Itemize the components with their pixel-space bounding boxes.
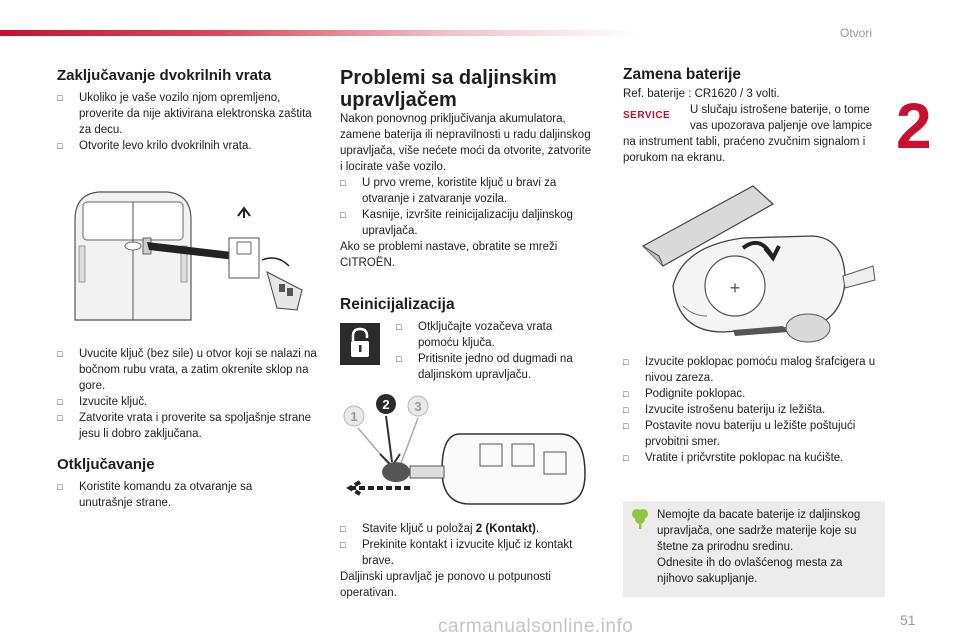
note-disposal-instruction: Odnesite ih do ovlašćenog mesta za njiho… bbox=[657, 557, 843, 585]
heading-unlocking: Otključavanje bbox=[57, 456, 155, 473]
heading-double-door-locking: Zaključavanje dvokrilnih vrata bbox=[57, 67, 272, 84]
list-item: □Izvucite ključ. bbox=[57, 396, 148, 408]
list-item: □U prvo vreme, koristite ključ u bravi z… bbox=[340, 177, 557, 205]
list-item: □Uvucite ključ (bez sile) u otvor koji s… bbox=[57, 348, 317, 392]
step-marker-1 bbox=[343, 405, 365, 427]
list-item: □Zatvorite vrata i proverite sa spoljašn… bbox=[57, 412, 312, 440]
paragraph-operational: Daljinski upravljač je ponovo u potpunos… bbox=[340, 571, 551, 599]
bullet-icon: □ bbox=[623, 357, 629, 367]
list-item: □Koristite komandu za otvaranje sa unutr… bbox=[57, 481, 253, 509]
battery-reference: Ref. baterije : CR1620 / 3 volti. bbox=[623, 88, 780, 100]
bullet-icon: □ bbox=[623, 453, 629, 463]
list-item: □Stavite ključ u položaj 2 (Kontakt). bbox=[340, 523, 540, 535]
bullet-icon: □ bbox=[340, 210, 346, 220]
battery-replacement-illustration: + bbox=[642, 185, 876, 343]
list-item: □Otključajte vozačeva vrata pomoću ključ… bbox=[396, 321, 553, 349]
list-item: □Izvucite poklopac pomoću malog šrafcige… bbox=[623, 356, 876, 384]
bullet-icon: □ bbox=[623, 389, 629, 399]
list-item: □Vratite i pričvrstite poklopac na kućiš… bbox=[623, 452, 844, 464]
watermark: carmanualsonline.info bbox=[438, 616, 634, 637]
bullet-icon: □ bbox=[396, 322, 402, 332]
list-item: □Postavite novu bateriju u ležište poštu… bbox=[623, 420, 856, 448]
service-warning-icon: SERVICE bbox=[623, 110, 671, 121]
list-item: □Otvorite levo krilo dvokrilnih vrata. bbox=[57, 140, 252, 152]
list-item: □Izvucite istrošenu bateriju iz ležišta. bbox=[623, 404, 826, 416]
padlock-icon bbox=[351, 327, 369, 357]
bullet-list-double-door: □Ukoliko je vaše vozilo njom opremljeno,… bbox=[57, 90, 317, 154]
lock-icon-box bbox=[340, 323, 380, 365]
chapter-number: 2 bbox=[896, 90, 932, 162]
bullet-icon: □ bbox=[57, 93, 63, 103]
heading-remote-problems: Problemi sa daljinskim upravljačem bbox=[340, 67, 557, 111]
heading-battery-replacement: Zamena baterije bbox=[623, 66, 742, 83]
step-label-3: 3 bbox=[414, 399, 421, 414]
eco-tree-icon bbox=[632, 509, 648, 529]
bullet-list-final-steps: □Stavite ključ u položaj 2 (Kontakt). □P… bbox=[340, 521, 600, 569]
van-rear-illustration bbox=[74, 191, 303, 321]
bullet-icon: □ bbox=[340, 540, 346, 550]
bullet-icon: □ bbox=[340, 524, 346, 534]
step-label-2: 2 bbox=[382, 397, 389, 412]
list-item: □Ukoliko je vaše vozilo njom opremljeno,… bbox=[57, 92, 312, 136]
bullet-icon: □ bbox=[340, 178, 346, 188]
ignition-position: 2 (Kontakt) bbox=[475, 523, 536, 535]
paragraph-battery-warning: U slučaju istrošene baterije, o tome vas… bbox=[690, 104, 873, 132]
note-disposal-warning: Nemojte da bacate baterije iz daljinskog… bbox=[657, 509, 861, 553]
list-item: □Prekinite kontakt i izvucite ključ iz k… bbox=[340, 539, 573, 567]
list-item: □Podignite poklopac. bbox=[623, 388, 746, 400]
bullet-icon: □ bbox=[57, 349, 63, 359]
header-accent-bar bbox=[0, 30, 640, 36]
bullet-list-battery-steps: □Izvucite poklopac pomoću malog šrafcige… bbox=[623, 354, 885, 466]
bullet-icon: □ bbox=[623, 405, 629, 415]
bullet-icon: □ bbox=[396, 354, 402, 364]
step-marker-3 bbox=[407, 395, 429, 417]
list-item: □Pritisnite jedno od dugmadi na daljinsk… bbox=[396, 353, 573, 381]
bullet-list-remote-problems: □U prvo vreme, koristite ključ u bravi z… bbox=[340, 175, 595, 239]
environment-note-box bbox=[623, 501, 885, 597]
page-number: 51 bbox=[900, 612, 916, 628]
svg-text:+: + bbox=[730, 278, 741, 298]
bullet-icon: □ bbox=[57, 397, 63, 407]
bullet-icon: □ bbox=[57, 413, 63, 423]
paragraph-remote-problems: Nakon ponovnog priključivanja akumulator… bbox=[340, 113, 592, 173]
step-marker-2 bbox=[376, 394, 396, 414]
key-fob-illustration: 1 2 3 bbox=[343, 394, 586, 505]
bullet-icon: □ bbox=[57, 482, 63, 492]
paragraph-battery-warning-cont: na instrument tabli, praćeno zvučnim sig… bbox=[623, 136, 866, 164]
step-label-1: 1 bbox=[350, 409, 357, 424]
heading-reinitialization: Reinicijalizacija bbox=[340, 296, 455, 313]
bullet-list-unlocking: □Koristite komandu za otvaranje sa unutr… bbox=[57, 479, 297, 511]
section-label: Otvori bbox=[840, 26, 873, 40]
list-item: □Kasnije, izvršite reinicijalizaciju dal… bbox=[340, 209, 573, 237]
bullet-icon: □ bbox=[57, 141, 63, 151]
bullet-list-reinit: □Otključajte vozačeva vrata pomoću ključ… bbox=[396, 319, 596, 383]
bullet-list-key-procedure: □Uvucite ključ (bez sile) u otvor koji s… bbox=[57, 346, 322, 442]
paragraph-contact-network: Ako se problemi nastave, obratite se mre… bbox=[340, 241, 558, 269]
bullet-icon: □ bbox=[623, 421, 629, 431]
